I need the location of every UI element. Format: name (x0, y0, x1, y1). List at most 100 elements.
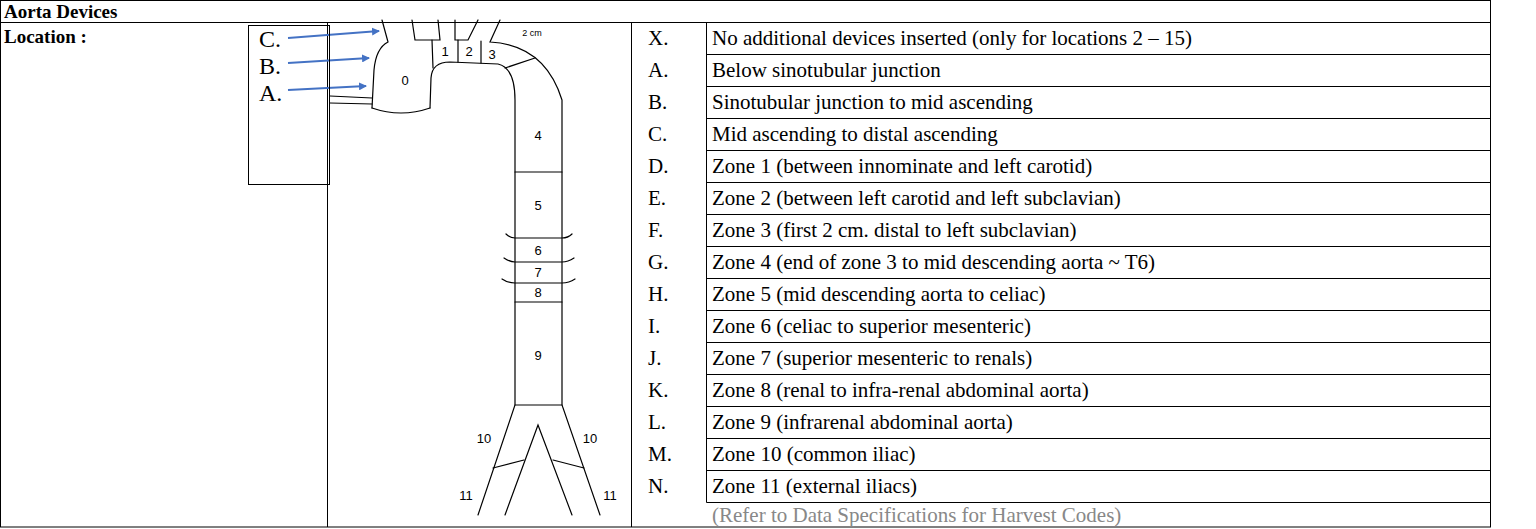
zone-number: 3 (488, 48, 495, 61)
table-line (707, 310, 1491, 311)
option-text: Zone 1 (between innominate and left caro… (712, 154, 1092, 178)
table-heading: Aorta Devices (4, 1, 117, 22)
option-text: Zone 6 (celiac to superior mesenteric) (712, 314, 1031, 338)
field-label: Location : (4, 26, 87, 47)
option-letter: D. (648, 154, 668, 178)
option-text: Mid ascending to distal ascending (712, 122, 998, 146)
option-letter: A. (648, 58, 668, 82)
zone-number: 5 (534, 199, 541, 212)
table-rows (707, 55, 1491, 503)
zone-line (504, 258, 574, 262)
zone-line (493, 460, 524, 468)
zone-number: 2 cm (522, 29, 542, 38)
option-letter: M. (648, 442, 672, 466)
table-line (706, 23, 707, 503)
coronary-artery (330, 103, 372, 104)
table-line (707, 246, 1491, 247)
zone-number: 1 (441, 45, 448, 58)
aortic-root (372, 108, 430, 113)
option-letter: H. (648, 282, 668, 306)
table-line (707, 118, 1491, 119)
zone-line (480, 41, 481, 63)
table-line (707, 182, 1491, 183)
option-letter: C. (648, 122, 667, 146)
zone-number: 11 (603, 489, 617, 502)
aorta-drawing (330, 20, 600, 515)
zone-line (515, 171, 562, 172)
zone-number: 2 (465, 45, 472, 58)
aorta-wall (455, 20, 478, 40)
zone-line (515, 301, 562, 302)
table-line (631, 23, 632, 528)
zone-line (505, 58, 535, 68)
option-letter: I. (648, 314, 660, 338)
option-text: Zone 9 (infrarenal abdominal aorta) (712, 410, 1013, 434)
table-line (707, 502, 1491, 503)
callout-arrow (288, 86, 366, 90)
option-letter: K. (648, 378, 668, 402)
aorta-wall (490, 20, 600, 515)
zone-line (432, 40, 433, 68)
table-line (707, 278, 1491, 279)
aorta-wall (505, 425, 572, 515)
option-text: Zone 5 (mid descending aorta to celiac) (712, 282, 1046, 306)
zone-number: 7 (534, 266, 541, 279)
callout-letter: A. (259, 80, 321, 106)
option-letter: L. (648, 410, 666, 434)
option-letter: X. (648, 26, 668, 50)
zone-line (506, 234, 572, 238)
option-letter: F. (648, 218, 663, 242)
zone-number: 10 (583, 432, 597, 445)
table-line (707, 214, 1491, 215)
option-text: Sinotubular junction to mid ascending (712, 90, 1033, 114)
zone-number: 11 (459, 489, 473, 502)
zone-line (502, 279, 575, 283)
note-text: (Refer to Data Specifications for Harves… (712, 503, 1121, 527)
option-text: Below sinotubular junction (712, 58, 941, 82)
aorta-wall (372, 20, 388, 108)
option-letter: G. (648, 250, 668, 274)
zone-number: 6 (534, 244, 541, 257)
table-grid (1, 1, 1491, 528)
table-line (707, 470, 1491, 471)
option-text: Zone 11 (external iliacs) (712, 474, 917, 498)
zone-number: 10 (477, 432, 491, 445)
aorta-wall (412, 20, 440, 40)
table-line (707, 86, 1491, 87)
callout-box: C.B.A. (248, 25, 330, 185)
zone-number: 4 (534, 129, 541, 142)
callout-arrows (288, 31, 379, 90)
table-border (1, 1, 1491, 528)
table-line (707, 374, 1491, 375)
option-letter: B. (648, 90, 667, 114)
table-line (707, 342, 1491, 343)
coronary-artery (330, 96, 372, 98)
aorta-wall (430, 62, 515, 515)
option-text: Zone 4 (end of zone 3 to mid descending … (712, 250, 1155, 274)
zone-line (457, 40, 458, 62)
table-line (707, 406, 1491, 407)
table-line (327, 23, 328, 528)
option-text: Zone 7 (superior mesenteric to renals) (712, 346, 1032, 370)
table-line (1, 22, 1491, 23)
callout-arrow (288, 31, 379, 38)
option-letter: J. (648, 346, 661, 370)
option-text: Zone 3 (first 2 cm. distal to left subcl… (712, 218, 1077, 242)
option-letter: N. (648, 474, 668, 498)
option-text: Zone 8 (renal to infra-renal abdominal a… (712, 378, 1089, 402)
option-text: Zone 2 (between left carotid and left su… (712, 186, 1121, 210)
zone-number: 8 (534, 286, 541, 299)
callout-arrow (288, 58, 369, 63)
callout-letter: B. (259, 53, 321, 79)
table-line (707, 150, 1491, 151)
zone-number: 0 (401, 74, 408, 87)
option-letter: E. (648, 186, 666, 210)
zone-line (553, 460, 584, 468)
table-line (707, 54, 1491, 55)
option-text: Zone 10 (common iliac) (712, 442, 916, 466)
zone-number: 9 (534, 349, 541, 362)
zone-line (515, 404, 562, 405)
callout-letter: C. (259, 26, 321, 52)
option-text: No additional devices inserted (only for… (712, 26, 1192, 50)
